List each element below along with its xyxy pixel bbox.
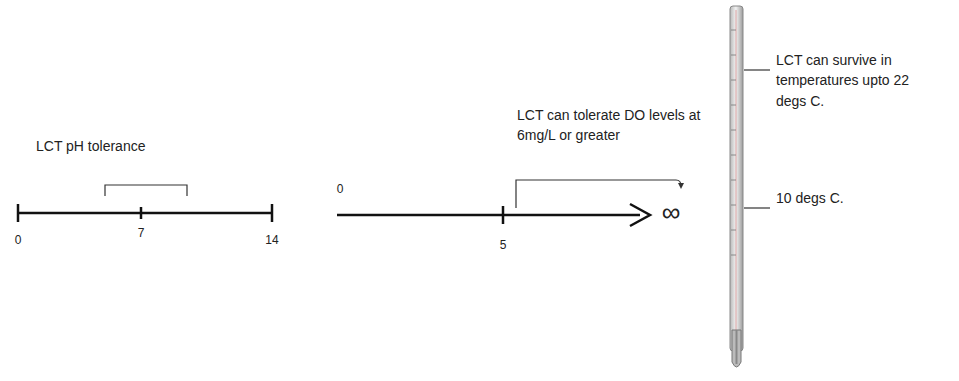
do-range-bracket	[516, 180, 681, 208]
caption-label: LCT can tolerate DO levels at 6mg/L or g…	[517, 105, 722, 146]
leader-line	[744, 69, 770, 70]
infinity-symbol: ∞	[662, 194, 681, 232]
axis-number: 7	[138, 225, 145, 242]
ph-range-bracket	[105, 185, 187, 196]
axis-number: 5	[500, 237, 507, 254]
axis-number: 14	[265, 232, 278, 249]
ph-number-line	[18, 204, 272, 222]
caption-label: LCT pH tolerance	[36, 136, 145, 156]
thermometer-illustration	[730, 6, 743, 367]
note-label: 10 degs C.	[776, 188, 844, 208]
leader-line	[744, 207, 770, 208]
axis-number: 0	[15, 232, 22, 249]
do-number-line	[337, 204, 650, 226]
note-label: LCT can survive in temperatures upto 22 …	[776, 50, 941, 111]
axis-number: 0	[337, 181, 344, 198]
